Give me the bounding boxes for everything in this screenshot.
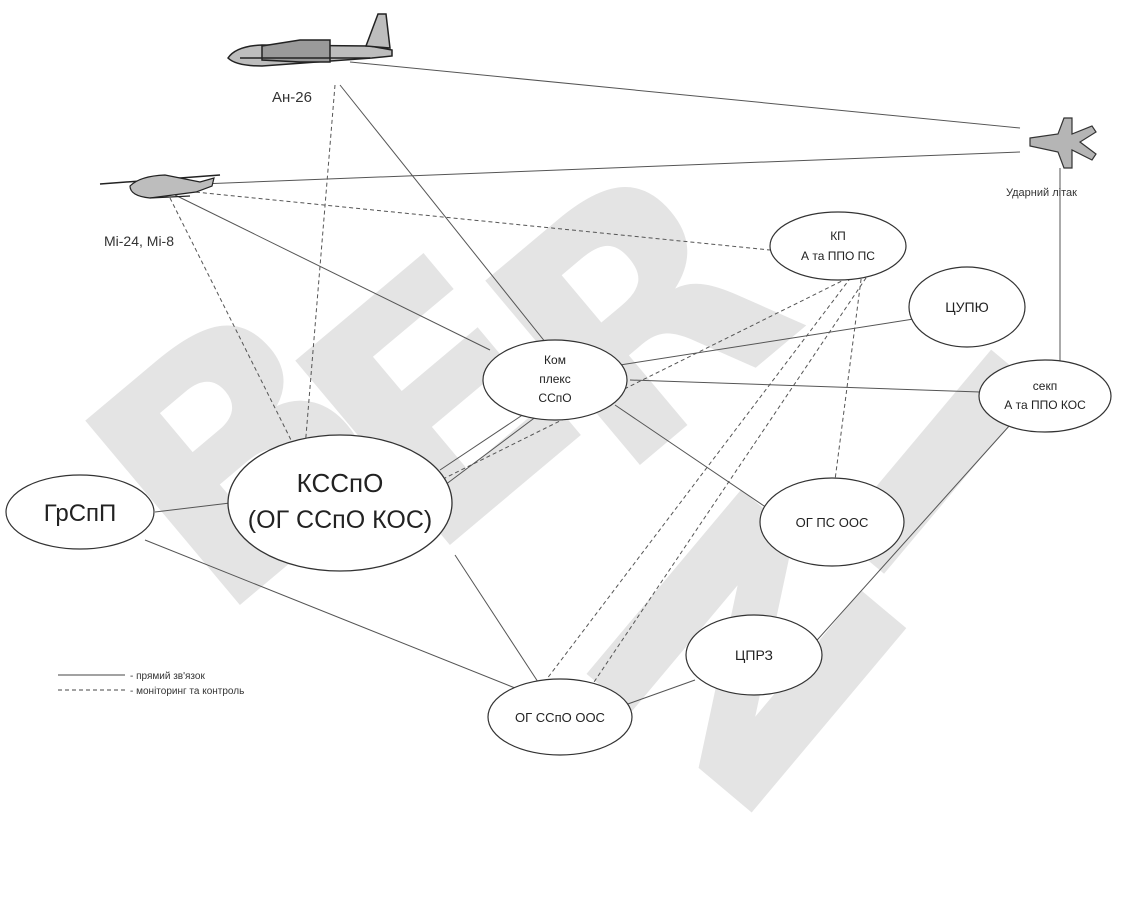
og-sspo-label: ОГ ССпО ООС (515, 710, 605, 725)
link-solid (144, 539, 521, 691)
connection-lines (144, 61, 1061, 706)
link-solid (809, 424, 1011, 649)
mi24-label: Mi-24, Mi-8 (104, 233, 174, 249)
kosspo-line2: (ОГ ССпО КОС) (248, 506, 432, 534)
network-diagram: Ан-26 Mi-24, Mi-8 Ударний літак КП А та … (5, 13, 1112, 756)
legend-dashed-label: - моніторинг та контроль (130, 686, 244, 697)
link-dashed (539, 271, 856, 689)
link-solid (454, 554, 541, 686)
node-tsupyu: ЦУПЮ (908, 266, 1026, 348)
tsprz-label: ЦПРЗ (735, 647, 773, 663)
kompleks-line1: Ком (544, 353, 566, 367)
legend-solid-label: - прямий зв'язок (130, 671, 205, 682)
helicopter-icon (99, 174, 221, 199)
link-dashed (444, 271, 861, 479)
strike-aircraft: Ударний літак (1006, 117, 1097, 199)
node-kosspo: КССпО (ОГ ССпО КОС) (227, 434, 453, 572)
sekp-line1: секп (1033, 379, 1057, 393)
link-dashed (304, 84, 336, 449)
strike-aircraft-label: Ударний літак (1006, 187, 1077, 199)
link-solid (439, 409, 531, 471)
sekp-line2: А та ППО КОС (1004, 398, 1086, 412)
link-solid (174, 151, 1021, 186)
node-og-ps: ОГ ПС ООС (759, 477, 905, 567)
kp-line1: КП (830, 229, 846, 243)
node-kompleks: Ком плекс ССпО (482, 339, 628, 421)
link-solid (624, 679, 696, 706)
an26-aircraft: Ан-26 (227, 13, 393, 106)
kosspo-line1: КССпО (297, 468, 384, 498)
node-tsprz: ЦПРЗ (685, 614, 823, 696)
node-grspp: ГрСпП (5, 474, 155, 550)
og-ps-label: ОГ ПС ООС (796, 515, 869, 530)
transport-plane-icon (227, 13, 393, 67)
monitoring-lines (169, 84, 871, 689)
link-solid (154, 502, 231, 513)
link-dashed (174, 189, 771, 251)
kompleks-line2: плекс (539, 372, 571, 386)
tsupyu-label: ЦУПЮ (945, 299, 988, 315)
link-solid (349, 61, 1021, 129)
kompleks-line3: ССпО (538, 391, 571, 405)
link-solid (339, 84, 551, 349)
grspp-label: ГрСпП (44, 500, 117, 527)
an26-label: Ан-26 (272, 89, 312, 106)
link-dashed (169, 197, 301, 459)
kp-line2: А та ППО ПС (801, 249, 875, 263)
node-og-sspo: ОГ ССпО ООС (487, 678, 633, 756)
link-solid (174, 194, 491, 351)
node-sekp: секп А та ППО КОС (978, 359, 1112, 433)
link-solid (619, 317, 921, 366)
link-solid (614, 404, 771, 511)
link-solid (629, 379, 981, 393)
fighter-jet-icon (1029, 117, 1097, 169)
helicopter-group: Mi-24, Mi-8 (99, 174, 221, 249)
link-solid (444, 409, 546, 486)
node-kp: КП А та ППО ПС (769, 211, 907, 281)
legend: - прямий зв'язок - моніторинг та контрол… (58, 671, 244, 697)
